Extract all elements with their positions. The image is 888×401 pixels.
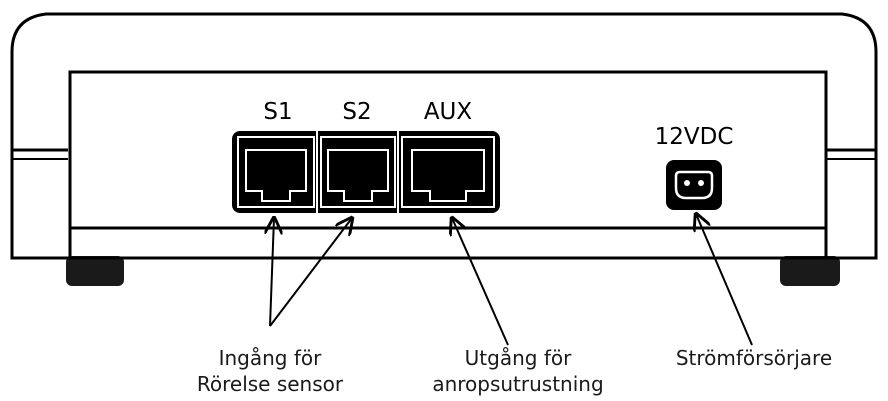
leader-s2 — [269, 218, 352, 327]
callout-call-equipment-line2: anropsutrustning — [432, 372, 603, 396]
rear-panel — [68, 70, 828, 260]
s2-label: S2 — [342, 99, 371, 125]
s2-jack-frame — [320, 136, 396, 208]
s1-jack-frame — [237, 136, 315, 208]
s2-jack-socket — [327, 149, 389, 202]
aux-jack-socket — [411, 149, 485, 202]
s1-jack[interactable] — [237, 136, 315, 208]
device-housing — [10, 12, 878, 286]
left-foot — [66, 256, 124, 286]
housing-outline — [10, 12, 878, 260]
right-foot — [780, 256, 840, 286]
power-socket-outline — [674, 170, 714, 200]
callout-call-equipment-line1: Utgång för — [465, 346, 572, 370]
s1-jack-socket — [245, 149, 307, 202]
leader-aux — [452, 218, 509, 346]
s1-label: S1 — [263, 99, 292, 125]
power-connector-body — [666, 160, 722, 210]
callout-motion-sensor-line1: Ingång för — [219, 346, 323, 370]
port-block-body — [232, 131, 500, 213]
aux-jack-frame — [401, 136, 495, 208]
power-label: 12VDC — [655, 124, 734, 150]
callout-motion-sensor-line2: Rörelse sensor — [197, 372, 344, 396]
leader-power — [696, 214, 753, 346]
s2-jack[interactable] — [320, 136, 396, 208]
power-pin-left — [684, 180, 690, 186]
port-block — [232, 131, 500, 213]
callout-power-supply: Strömförsörjare — [676, 346, 832, 370]
power-pin-right — [698, 180, 704, 186]
aux-jack[interactable] — [401, 136, 495, 208]
power-connector[interactable] — [666, 160, 722, 210]
aux-label: AUX — [424, 99, 473, 125]
leader-lines — [269, 214, 753, 346]
leader-s1 — [270, 218, 274, 327]
